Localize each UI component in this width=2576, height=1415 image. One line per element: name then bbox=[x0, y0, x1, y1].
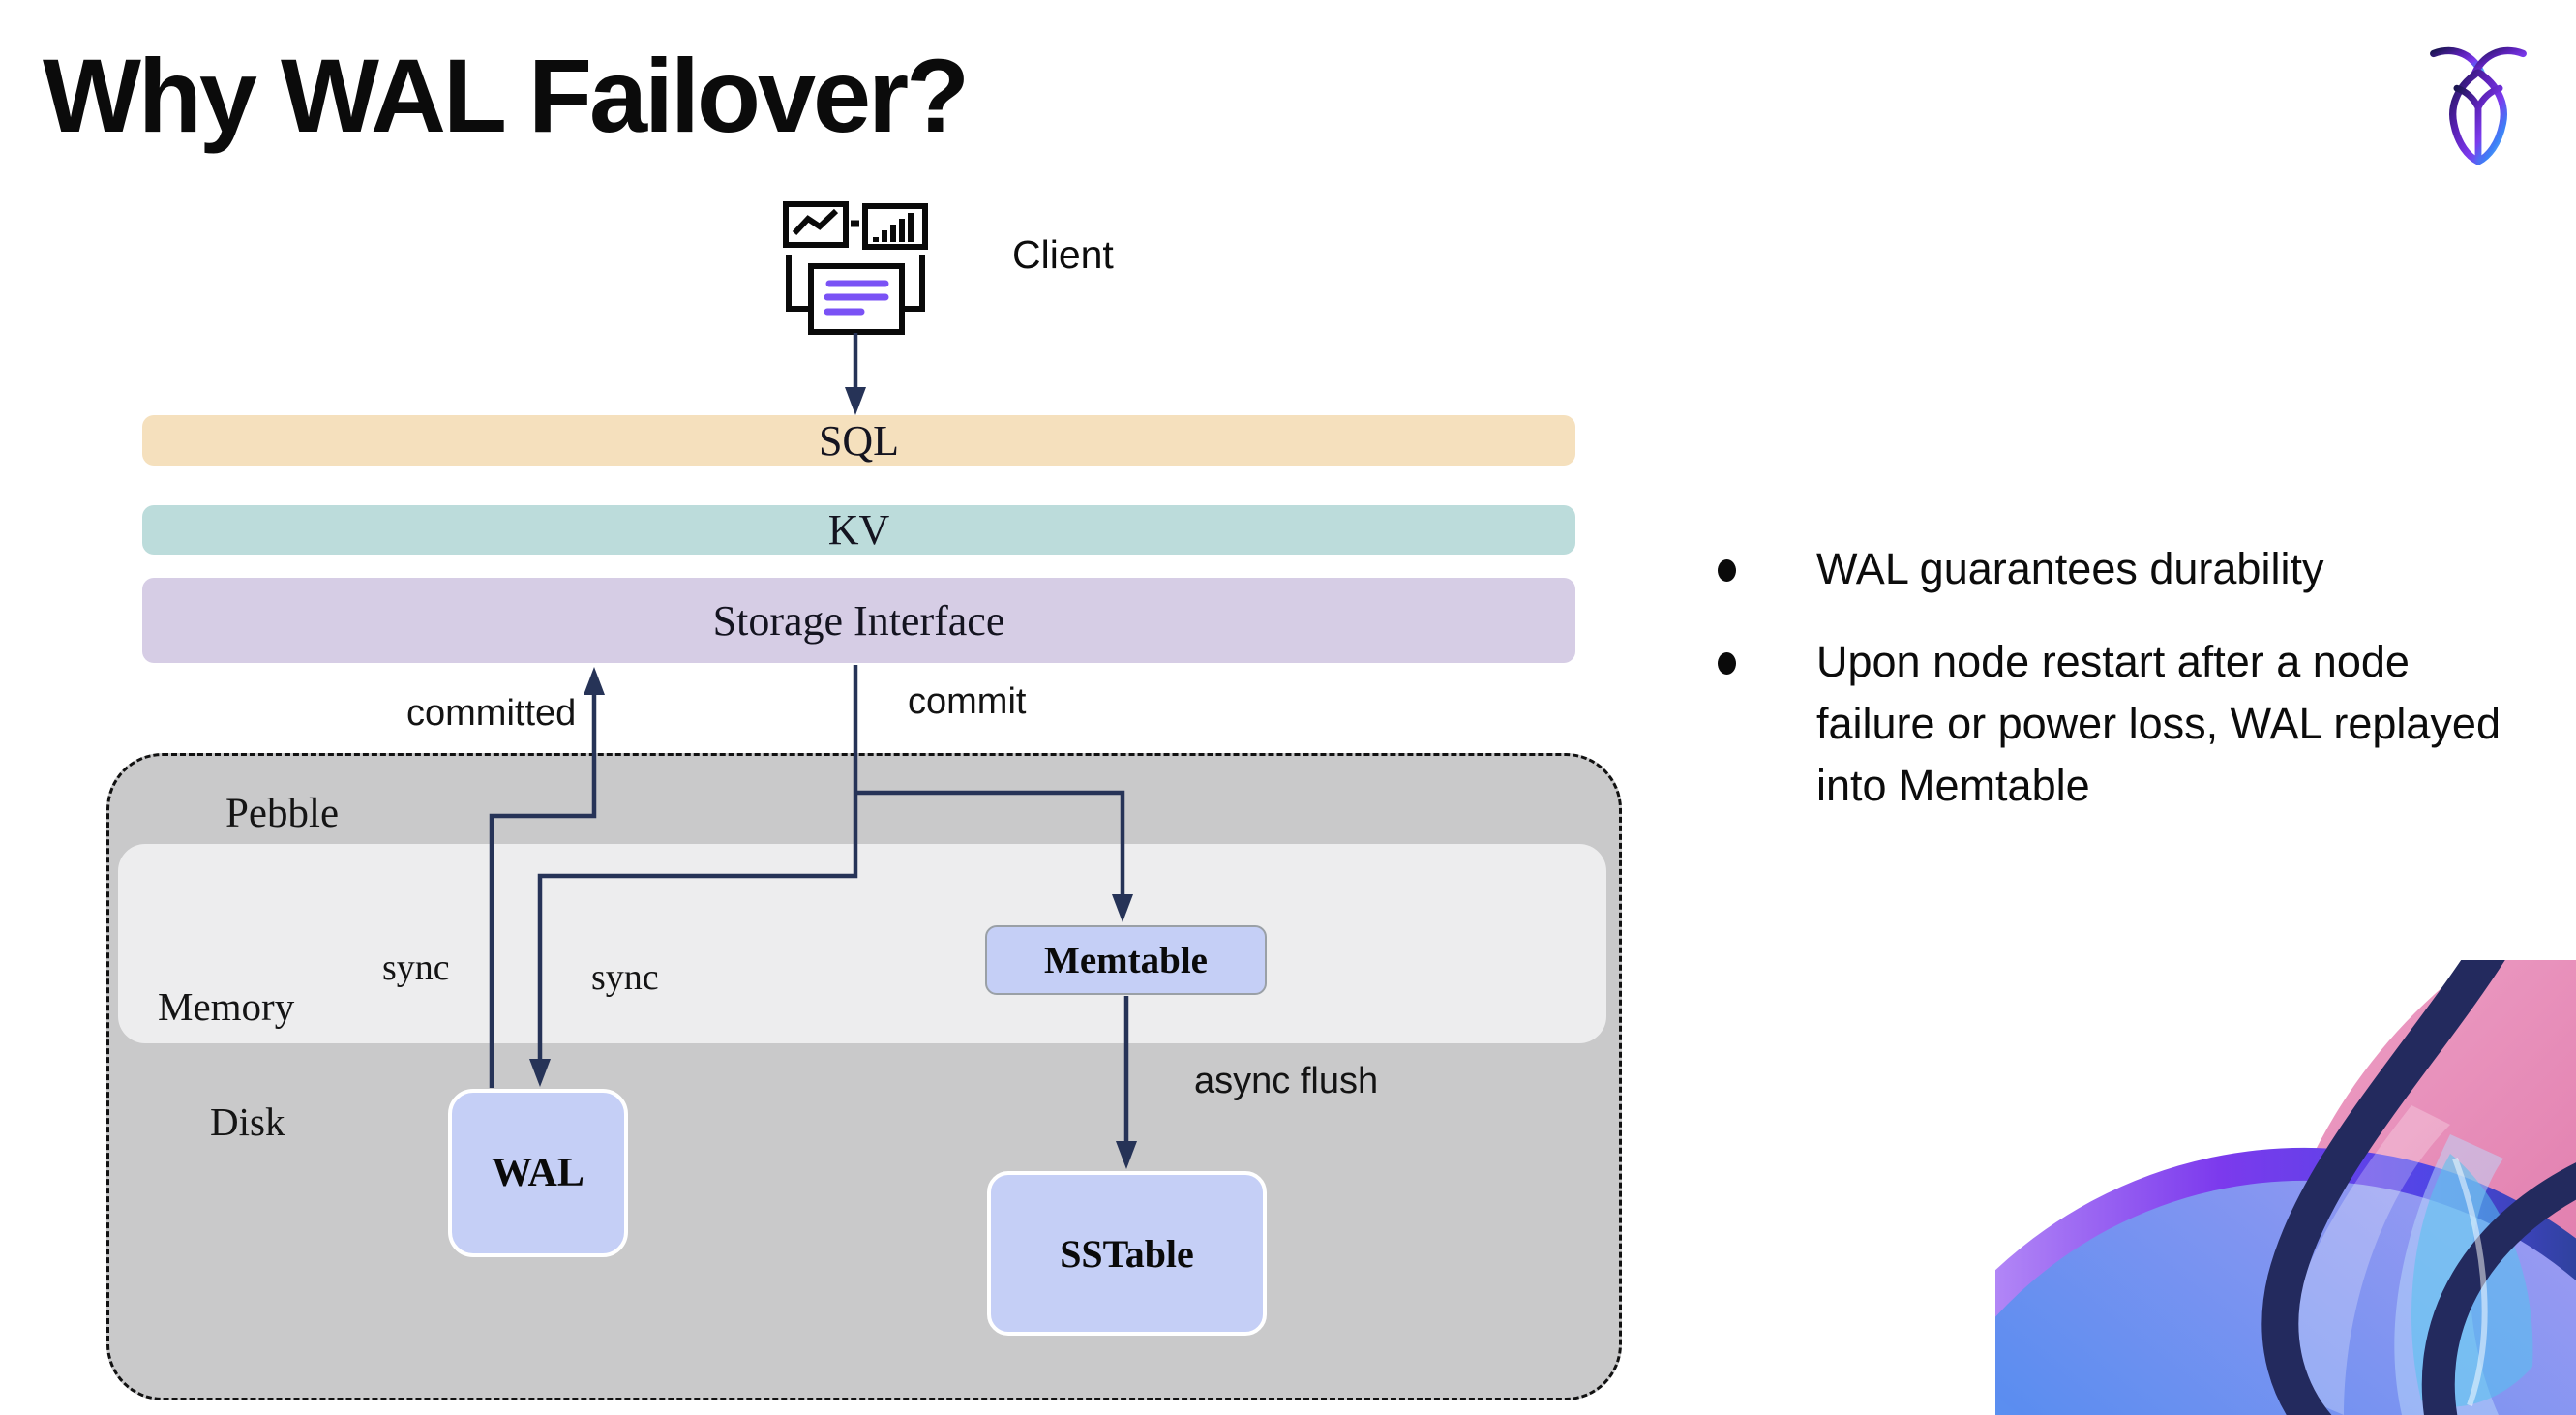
memtable-node-label: Memtable bbox=[1044, 939, 1208, 981]
disk-label: Disk bbox=[210, 1099, 285, 1144]
bullet-list: WAL guarantees durability Upon node rest… bbox=[1698, 538, 2531, 848]
sstable-node-label: SSTable bbox=[1060, 1231, 1194, 1276]
edge-label-committed: committed bbox=[406, 693, 577, 734]
memory-label: Memory bbox=[158, 984, 295, 1029]
wal-node: WAL bbox=[448, 1089, 628, 1257]
bullet-item: Upon node restart after a node failure o… bbox=[1698, 631, 2501, 817]
bullet-dot bbox=[1718, 559, 1736, 582]
page-title: Why WAL Failover? bbox=[43, 37, 970, 154]
arrow-client-to-sql bbox=[845, 333, 866, 415]
layer-bar-kv: KV bbox=[142, 505, 1575, 555]
brand-artwork-corner bbox=[1995, 960, 2576, 1415]
edge-label-commit: commit bbox=[908, 681, 1027, 722]
layer-bar-storage-interface: Storage Interface bbox=[142, 578, 1575, 663]
cockroachdb-logo-icon bbox=[2430, 46, 2527, 165]
client-label: Client bbox=[1012, 232, 1114, 277]
edge-label-sync-left: sync bbox=[382, 948, 450, 988]
memory-band bbox=[118, 844, 1606, 1043]
bullet-text: WAL guarantees durability bbox=[1816, 544, 2324, 593]
bullet-dot bbox=[1718, 652, 1736, 675]
pebble-label: Pebble bbox=[225, 791, 340, 836]
sstable-node: SSTable bbox=[987, 1171, 1267, 1336]
bullet-item: WAL guarantees durability bbox=[1698, 538, 2501, 600]
client-workstation-icon bbox=[783, 201, 928, 335]
wal-node-label: WAL bbox=[492, 1151, 584, 1195]
kv-layer-label: KV bbox=[827, 506, 890, 554]
layer-bar-sql: SQL bbox=[142, 415, 1575, 466]
storage-interface-label: Storage Interface bbox=[712, 596, 1005, 645]
bullet-text: Upon node restart after a node failure o… bbox=[1816, 637, 2501, 810]
edge-label-sync-right: sync bbox=[591, 957, 659, 998]
sql-layer-label: SQL bbox=[818, 416, 900, 465]
edge-label-async-flush: async flush bbox=[1194, 1061, 1379, 1101]
memtable-node: Memtable bbox=[985, 925, 1267, 995]
